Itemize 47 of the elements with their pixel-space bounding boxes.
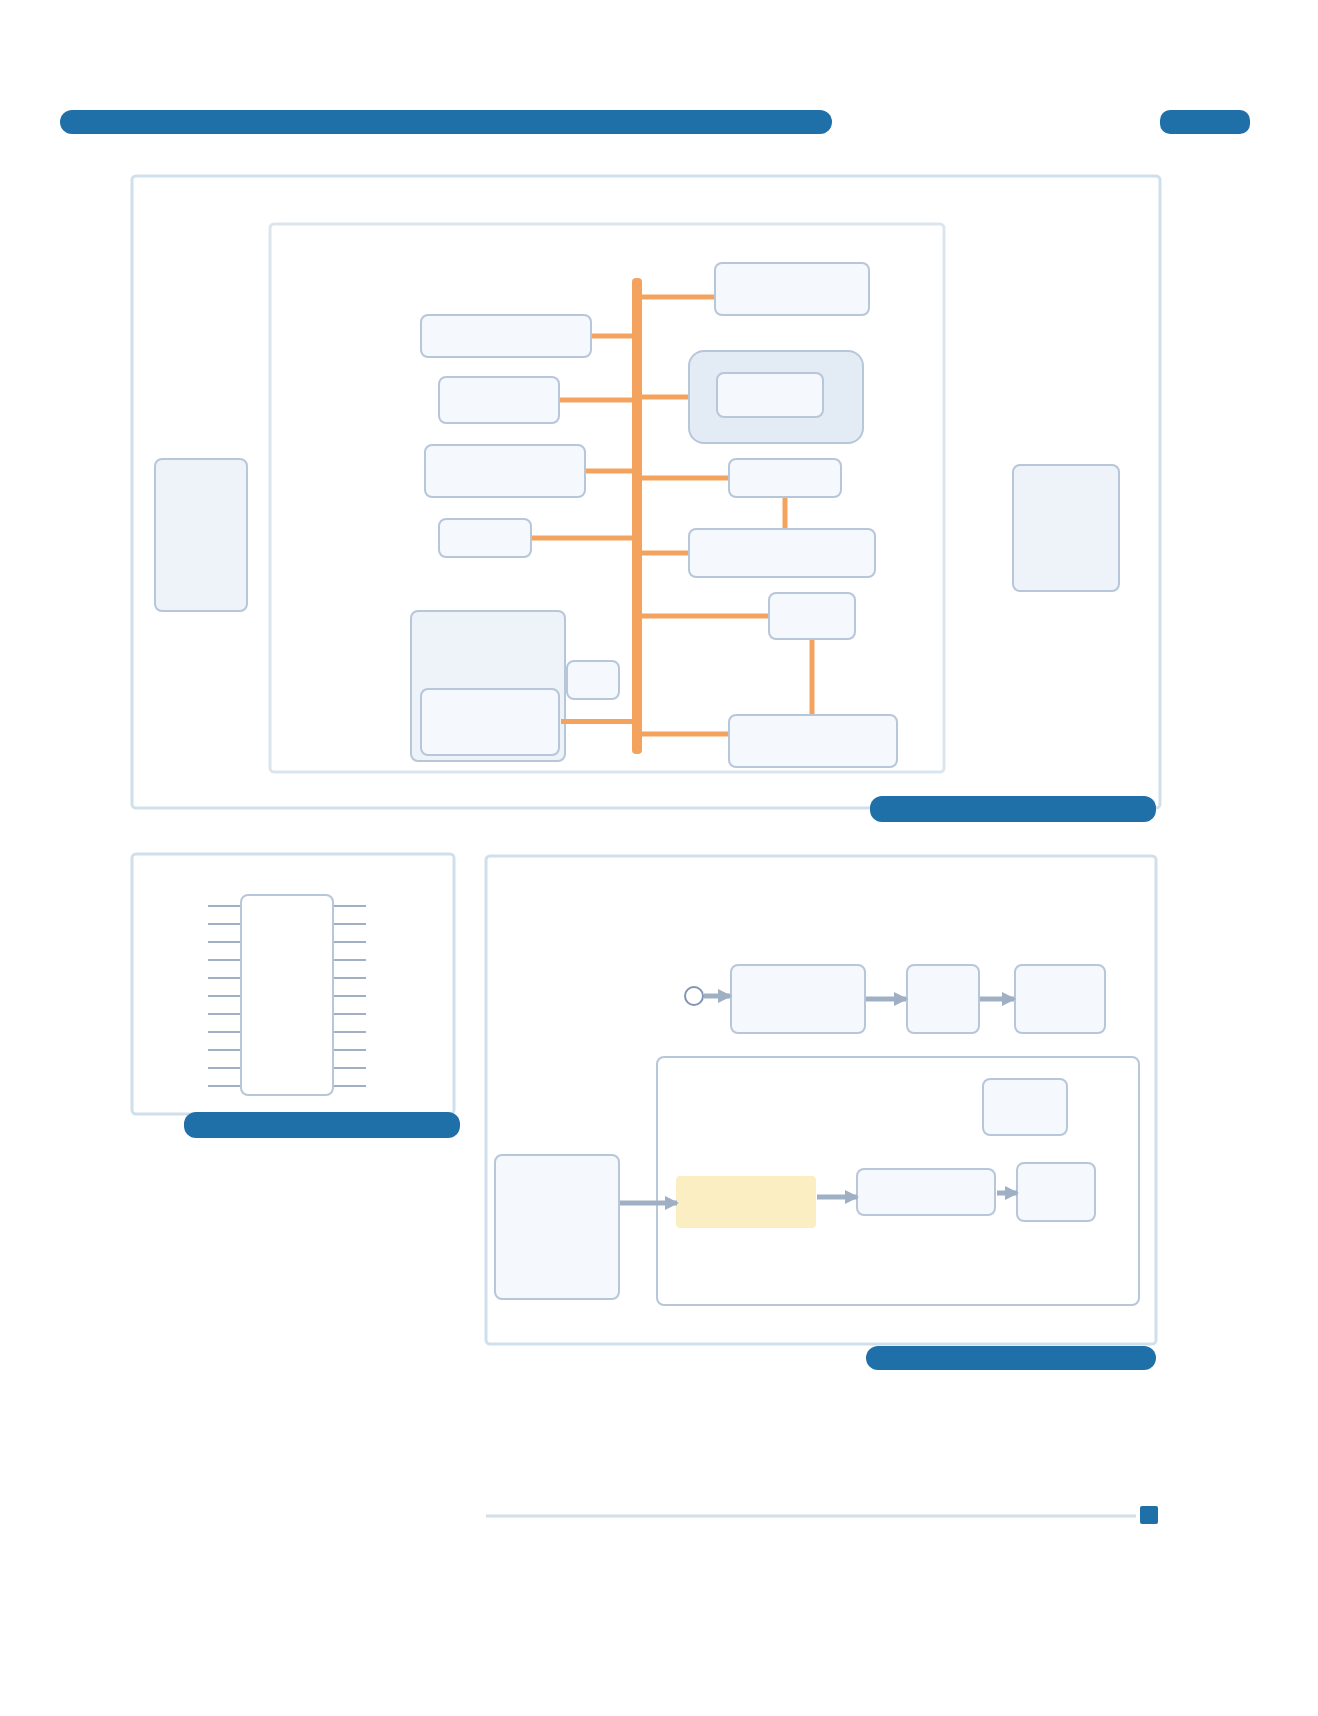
diagram-block: [424, 444, 586, 498]
connector-line: [642, 394, 688, 400]
connector-line: [592, 333, 632, 339]
group-frame: [688, 350, 864, 444]
connector-line: [642, 731, 728, 737]
signal-bus: [632, 278, 642, 754]
arrow: [866, 992, 908, 1006]
connector-line: [561, 719, 632, 724]
connector-line: [642, 550, 688, 556]
connector-line: [642, 294, 714, 300]
diagram-block: [1012, 464, 1120, 592]
diagram-block: [438, 376, 560, 424]
diagram-block: [768, 592, 856, 640]
diagram-block: [728, 714, 898, 768]
arrow: [997, 1186, 1019, 1200]
connector-line: [642, 475, 728, 481]
connector-line: [642, 613, 768, 619]
diagram-block: [856, 1168, 996, 1216]
ic-chip: [240, 894, 334, 1096]
arrow: [817, 1190, 859, 1204]
diagram-block: [730, 964, 866, 1034]
diagram-block: [714, 262, 870, 316]
diagram-block: [566, 660, 620, 700]
junction-circle: [684, 986, 704, 1006]
diagram-block: [716, 372, 824, 418]
connector-line: [809, 640, 815, 714]
arrow: [980, 992, 1016, 1006]
diagram-block: [688, 528, 876, 578]
diagram-block: [420, 314, 592, 358]
diagram-block: [1014, 964, 1106, 1034]
diagram-block: [420, 688, 560, 756]
diagram-block: [1016, 1162, 1096, 1222]
diagram-block: [906, 964, 980, 1034]
diagram-block: [982, 1078, 1068, 1136]
diagram-block: [728, 458, 842, 498]
arrow: [620, 1196, 679, 1210]
connector-line: [586, 468, 632, 474]
arrow: [704, 989, 732, 1003]
connector-line: [782, 498, 788, 528]
group-frame: [410, 610, 566, 762]
highlight-band: [676, 1176, 816, 1228]
connector-line: [560, 397, 632, 403]
connector-line: [532, 535, 632, 541]
diagram-block: [154, 458, 248, 612]
diagram-block: [438, 518, 532, 558]
group-frame: [656, 1056, 1140, 1306]
diagram-block: [494, 1154, 620, 1300]
